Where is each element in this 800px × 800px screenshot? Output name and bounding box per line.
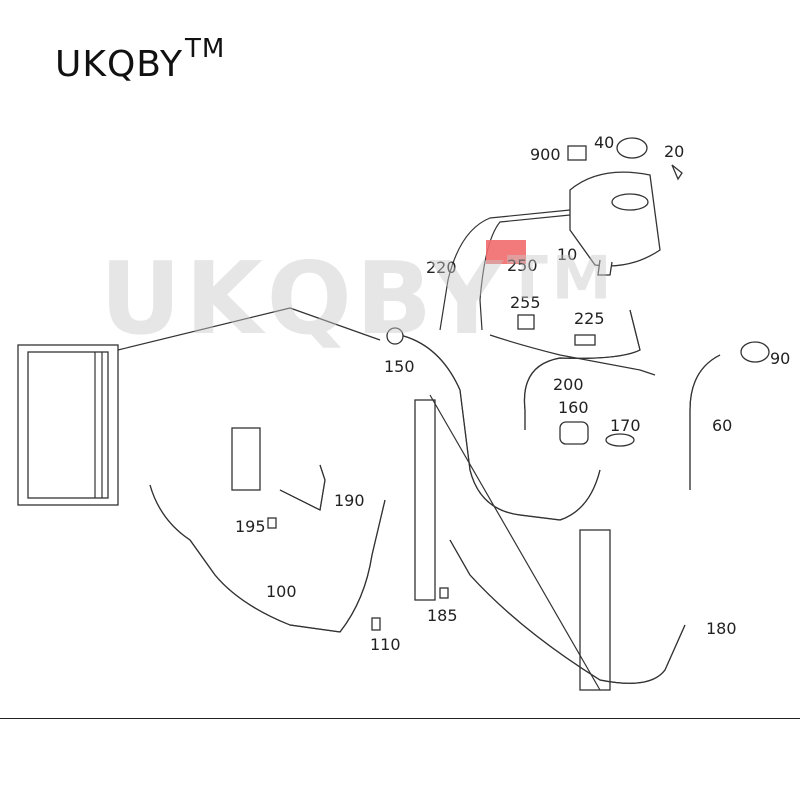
- hose-180: [449, 539, 686, 684]
- callout-10: 10: [557, 245, 577, 264]
- callout-200: 200: [553, 375, 584, 394]
- hose-200: [523, 309, 641, 430]
- callout-255: 255: [510, 293, 541, 312]
- expansion-tank: [567, 137, 683, 276]
- callout-160: 160: [558, 398, 589, 417]
- radiator-left: [17, 307, 381, 506]
- radiator-center: [414, 394, 611, 691]
- brand-logo: UKQBYTM: [55, 34, 225, 85]
- brand-tm: TM: [185, 34, 226, 64]
- overflow-hoses: [439, 209, 656, 376]
- brand-name: UKQBY: [55, 44, 184, 85]
- callout-20: 20: [664, 142, 684, 161]
- callout-100: 100: [266, 582, 297, 601]
- callout-900: 900: [530, 145, 561, 164]
- callout-90: 90: [770, 349, 790, 368]
- callout-180: 180: [706, 619, 737, 638]
- small-parts: [517, 314, 635, 447]
- callout-170: 170: [610, 416, 641, 435]
- hose-100: [149, 484, 386, 633]
- callout-150: 150: [384, 357, 415, 376]
- bolts: [267, 517, 449, 631]
- callout-40: 40: [594, 133, 614, 152]
- callout-220: 220: [426, 258, 457, 277]
- callout-225: 225: [574, 309, 605, 328]
- callout-110: 110: [370, 635, 401, 654]
- oil-cooler: [231, 427, 326, 511]
- bottom-divider: [0, 718, 800, 719]
- callout-185: 185: [427, 606, 458, 625]
- callout-195: 195: [235, 517, 266, 536]
- callout-190: 190: [334, 491, 365, 510]
- callout-60: 60: [712, 416, 732, 435]
- hose-150: [386, 327, 601, 521]
- hose-60: [689, 341, 770, 490]
- callout-250: 250: [507, 256, 538, 275]
